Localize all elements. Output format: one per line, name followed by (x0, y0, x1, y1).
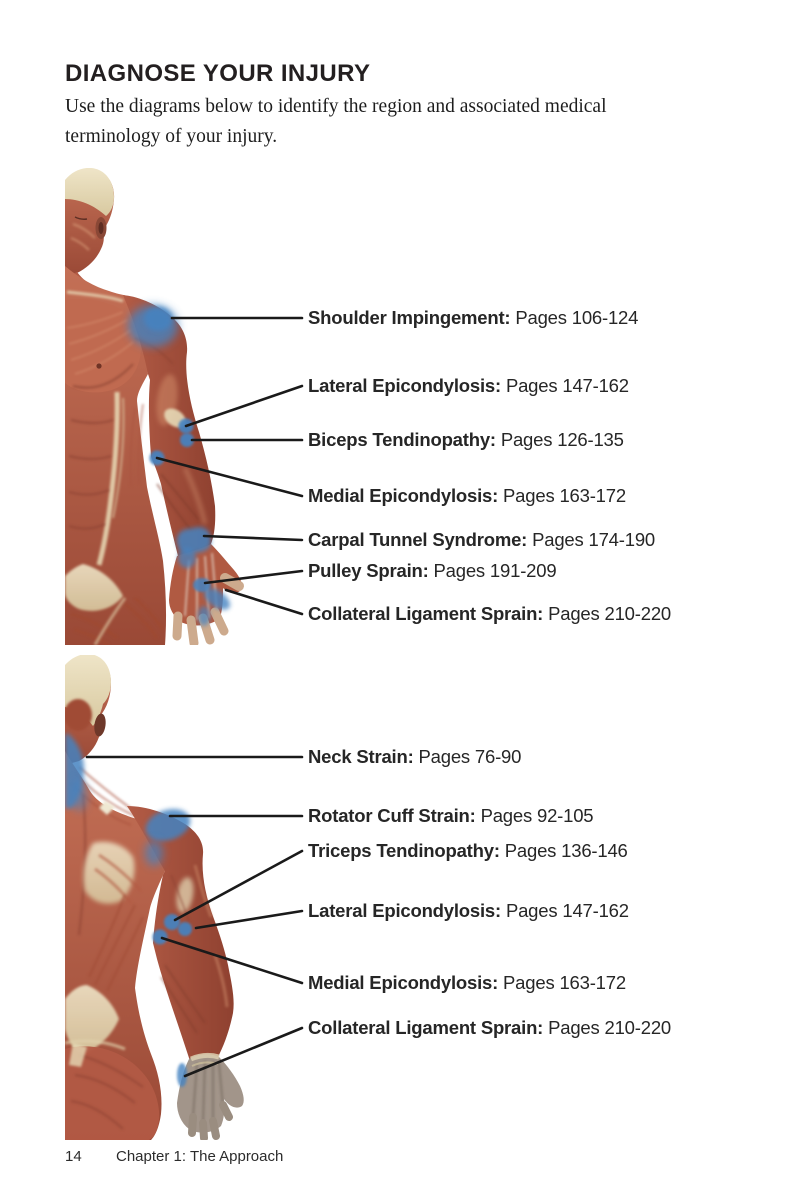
page-range: Pages 163-172 (503, 972, 626, 993)
page-range: Pages 147-162 (505, 900, 629, 921)
callout-label: Rotator Cuff Strain: Pages 92-105 (308, 805, 594, 827)
page-range: Pages 163-172 (503, 485, 626, 506)
injury-term: Collateral Ligament Sprain: (308, 603, 544, 624)
callout-label: Lateral Epicondylosis: Pages 147-162 (308, 375, 629, 397)
callout-label: Medial Epicondylosis: Pages 163-172 (308, 485, 626, 507)
page-range: Pages 210-220 (548, 1017, 671, 1038)
callout-label: Medial Epicondylosis: Pages 163-172 (308, 972, 626, 994)
page-range: Pages 106-124 (515, 307, 639, 328)
injury-term: Shoulder Impingement: (308, 307, 511, 328)
injury-term: Medial Epicondylosis: (308, 485, 499, 506)
injury-term: Neck Strain: (308, 746, 414, 767)
injury-term: Rotator Cuff Strain: (308, 805, 476, 826)
injury-term: Triceps Tendinopathy: (308, 840, 500, 861)
page-range: Pages 174-190 (532, 529, 655, 550)
callout-label: Collateral Ligament Sprain: Pages 210-22… (308, 1017, 671, 1039)
injury-term: Carpal Tunnel Syndrome: (308, 529, 528, 550)
callout-label: Neck Strain: Pages 76-90 (308, 746, 521, 768)
page-range: Pages 126-135 (500, 429, 624, 450)
callout-label: Carpal Tunnel Syndrome: Pages 174-190 (308, 529, 655, 551)
page-range: Pages 147-162 (505, 375, 629, 396)
callout-label: Biceps Tendinopathy: Pages 126-135 (308, 429, 624, 451)
callout-label: Triceps Tendinopathy: Pages 136-146 (308, 840, 628, 862)
page-range: Pages 92-105 (480, 805, 594, 826)
injury-term: Collateral Ligament Sprain: (308, 1017, 544, 1038)
page-range: Pages 210-220 (548, 603, 671, 624)
callout-label: Pulley Sprain: Pages 191-209 (308, 560, 557, 582)
injury-term: Pulley Sprain: (308, 560, 429, 581)
callout-label: Shoulder Impingement: Pages 106-124 (308, 307, 638, 329)
injury-term: Lateral Epicondylosis: (308, 900, 501, 921)
callout-label: Lateral Epicondylosis: Pages 147-162 (308, 900, 629, 922)
intro-text: Use the diagrams below to identify the r… (65, 96, 607, 147)
page-title: DIAGNOSE YOUR INJURY (65, 60, 371, 87)
injury-term: Biceps Tendinopathy: (308, 429, 496, 450)
page-range: Pages 76-90 (418, 746, 522, 767)
chapter-title: Chapter 1: The Approach (116, 1148, 284, 1165)
page-number: 14 (65, 1148, 82, 1165)
page-range: Pages 191-209 (433, 560, 557, 581)
back-anatomy-illustration (65, 655, 244, 1140)
page-range: Pages 136-146 (504, 840, 628, 861)
injury-term: Lateral Epicondylosis: (308, 375, 501, 396)
injury-term: Medial Epicondylosis: (308, 972, 499, 993)
front-anatomy-illustration (65, 168, 244, 645)
callout-label: Collateral Ligament Sprain: Pages 210-22… (308, 603, 671, 625)
